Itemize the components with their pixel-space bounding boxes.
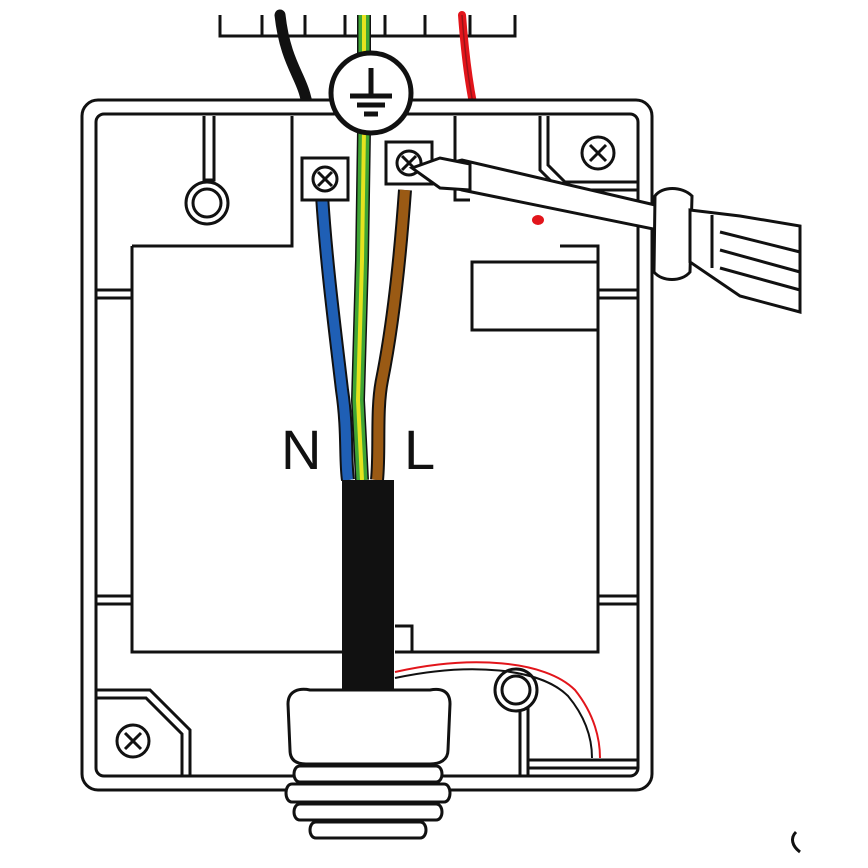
live-wire [370, 189, 412, 481]
cable-sheath [342, 480, 394, 695]
mounting-holes [184, 180, 539, 713]
neutral-label: N [281, 418, 321, 481]
neutral-wire [315, 194, 355, 482]
earth-ground-icon [328, 50, 414, 136]
screw-head-icon [580, 135, 616, 171]
live-label: L [404, 418, 435, 481]
edge-mark [791, 830, 801, 854]
internal-lead [394, 661, 601, 759]
screw-head-icon [115, 723, 151, 759]
terminal-neutral [300, 156, 350, 202]
screwdriver-tip [408, 156, 472, 192]
cable-gland [284, 687, 452, 840]
